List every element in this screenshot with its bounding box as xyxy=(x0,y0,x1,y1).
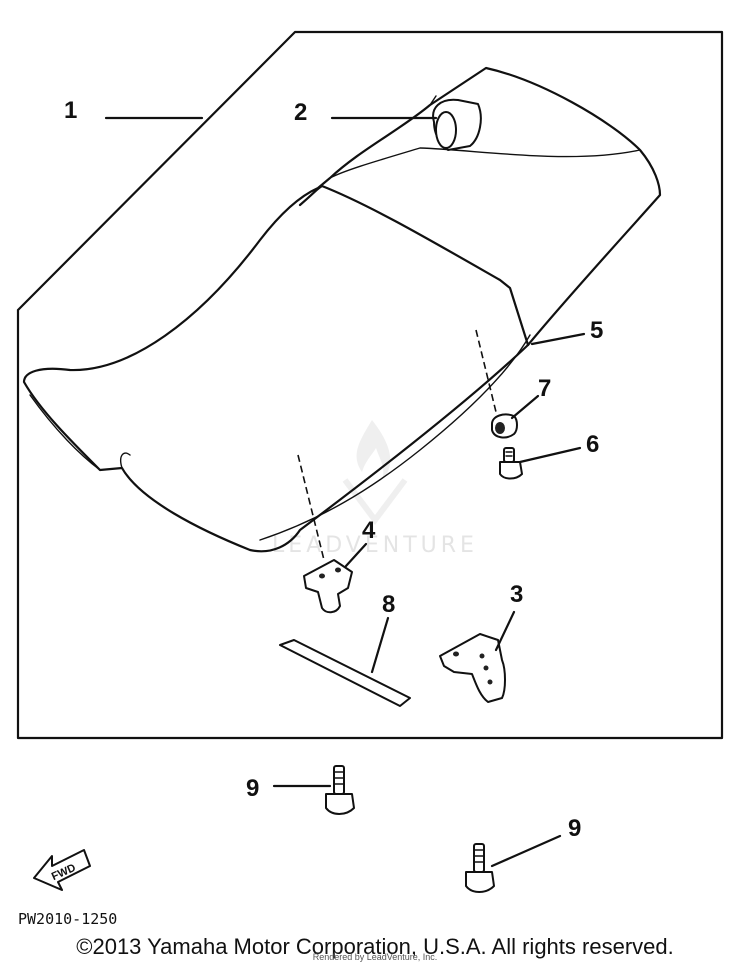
callout-8: 8 xyxy=(382,591,395,618)
callout-5: 5 xyxy=(590,317,603,344)
assembly-frame xyxy=(16,30,724,740)
callout-4: 4 xyxy=(362,517,376,544)
collar-part-7 xyxy=(491,413,518,439)
drawing-number: PW2010-1250 xyxy=(18,910,117,928)
bolt-part-9-b xyxy=(465,843,495,893)
callout-9a: 9 xyxy=(246,775,259,802)
callout-1: 1 xyxy=(64,97,77,124)
strip-part-8 xyxy=(279,639,411,707)
callout-7: 7 xyxy=(538,375,551,402)
leader-5 xyxy=(530,332,586,346)
leadventure-watermark: LEADVENTURE xyxy=(272,420,478,558)
seat-cap-part-2 xyxy=(432,98,482,151)
bracket-part-3 xyxy=(439,633,506,703)
callout-6: 6 xyxy=(586,431,599,458)
leader-6 xyxy=(518,446,582,464)
render-note: Rendered by LeadVenture, Inc. xyxy=(312,952,438,962)
bracket-part-4 xyxy=(303,559,353,614)
seat-assembly xyxy=(22,66,662,553)
callout-3: 3 xyxy=(510,581,523,608)
bolt-part-6 xyxy=(499,447,523,480)
leader-4 xyxy=(344,542,368,568)
bolt-part-9-a xyxy=(325,765,355,815)
fit-line-bracket xyxy=(297,454,325,561)
leader-9b xyxy=(490,834,562,868)
callout-2: 2 xyxy=(294,99,307,126)
watermark-text: LEADVENTURE xyxy=(272,533,478,558)
leader-8 xyxy=(370,616,390,674)
fwd-arrow-icon: FWD xyxy=(33,849,91,891)
fit-line-bolt xyxy=(475,329,497,413)
leader-3 xyxy=(494,610,516,652)
copyright-notice: ©2013 Yamaha Motor Corporation, U.S.A. A… xyxy=(76,934,674,959)
leader-7 xyxy=(510,394,540,420)
callout-9b: 9 xyxy=(568,815,581,842)
